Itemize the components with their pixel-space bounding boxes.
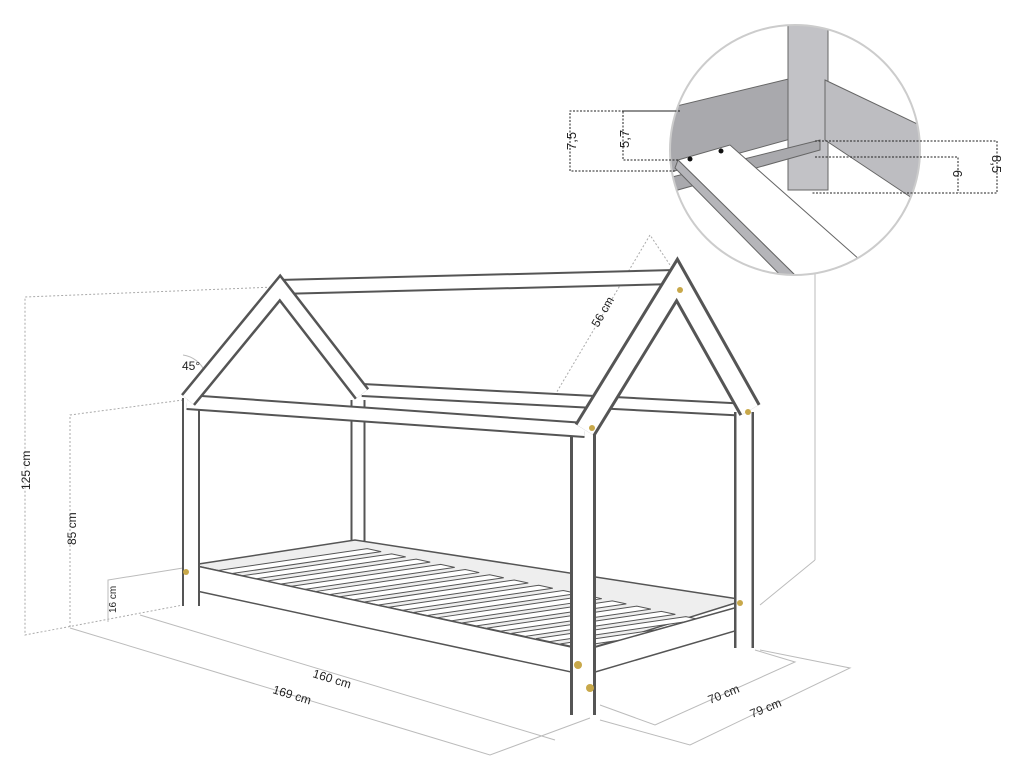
- outer-width-label: 79 cm: [748, 696, 784, 721]
- detail-inset: [569, 24, 998, 276]
- side-rail-offset-label: 6: [950, 170, 965, 177]
- bolts: [183, 287, 751, 692]
- rail-height-label: 7,5: [564, 132, 579, 150]
- total-height-label: 125 cm: [19, 451, 33, 490]
- slat-offset-label: 5,7: [617, 130, 632, 148]
- inner-width-label: 70 cm: [706, 682, 742, 707]
- roof-angle-label: 45°: [182, 359, 200, 373]
- side-rail-height-label: 8,5: [989, 155, 1004, 173]
- roof-length-label: 56 cm: [588, 294, 616, 329]
- inner-length-label: 160 cm: [311, 666, 353, 691]
- bed-frame: [181, 256, 761, 715]
- base-height-label: 16 cm: [108, 586, 119, 613]
- outer-length-label: 169 cm: [271, 682, 313, 707]
- side-height-label: 85 cm: [65, 512, 79, 545]
- dimension-guides: [24, 234, 852, 756]
